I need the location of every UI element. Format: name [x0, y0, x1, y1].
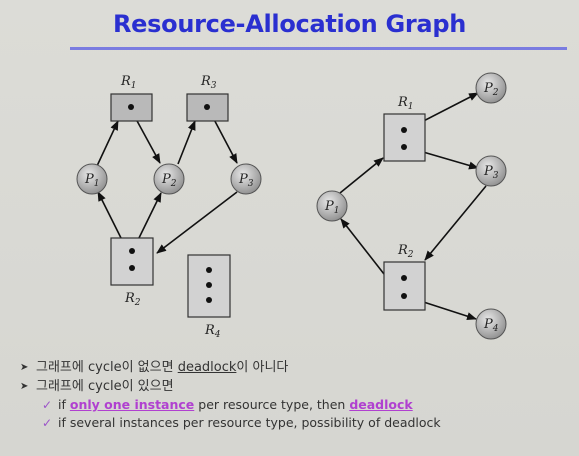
edge-r2-to-p2 [137, 192, 162, 241]
edge-p3-to-r2 [156, 191, 238, 254]
left-p3: P3 [230, 163, 262, 195]
right-p3: P3 [475, 155, 507, 187]
deadlock-highlight-link[interactable]: deadlock [349, 397, 413, 412]
right-p4-label: P4 [483, 317, 499, 334]
right-p3-label: P3 [483, 164, 499, 181]
left-p2: P2 [153, 163, 185, 195]
left-p1: P1 [76, 163, 108, 195]
edge-p3-to-r2-right [424, 185, 487, 261]
left-r2-label: R2 [124, 291, 141, 308]
left-r4-label: R4 [204, 323, 221, 340]
checkmark-icon: ✓ [42, 398, 53, 412]
bullet-text: if several instances per resource type, … [58, 415, 441, 430]
bullet-text: if [58, 397, 70, 412]
edge-p1-to-r1 [96, 120, 119, 167]
left-r1: R1 [110, 74, 153, 122]
bullet-cycle: ➤ 그래프에 cycle이 있으면 [20, 377, 560, 396]
left-graph: R1 R3 R2 R4 P1 [76, 74, 262, 340]
bullet-arrow-icon: ➤ [20, 362, 29, 373]
title-underline [70, 47, 567, 50]
right-graph: R1 R2 P1 P2 P3 P4 [316, 72, 507, 340]
right-p1: P1 [316, 190, 348, 222]
sub-bullet-one-instance: ✓ if only one instance per resource type… [20, 396, 560, 414]
bullet-text: per resource type, then [194, 397, 350, 412]
left-r4: R4 [187, 254, 231, 340]
deadlock-link[interactable]: deadlock [177, 360, 237, 375]
edge-p1-to-r1-right [339, 157, 384, 194]
right-p1-label: P1 [324, 199, 339, 216]
slide-title: Resource-Allocation Graph [113, 10, 466, 38]
sub-bullet-several-instances: ✓ if several instances per resource type… [20, 414, 560, 432]
left-p1-label: P1 [84, 172, 99, 189]
bullet-list: ➤ 그래프에 cycle이 없으면 deadlock이 아니다 ➤ 그래프에 c… [20, 358, 560, 432]
bullet-text: 이 아니다 [236, 360, 289, 375]
checkmark-icon: ✓ [42, 416, 53, 430]
right-r2: R2 [383, 243, 426, 311]
right-r2-label: R2 [397, 243, 414, 260]
left-p3-label: P3 [238, 172, 254, 189]
right-p2: P2 [475, 72, 507, 104]
bullet-text: 그래프에 cycle이 있으면 [36, 379, 174, 394]
edge-p2-to-r3 [177, 120, 196, 165]
right-p4: P4 [475, 308, 507, 340]
only-one-instance-link[interactable]: only one instance [69, 397, 195, 412]
right-p2-label: P2 [483, 81, 499, 98]
edge-r2-to-p1-right [340, 218, 385, 275]
left-r1-label: R1 [120, 74, 137, 91]
bullet-arrow-icon: ➤ [20, 381, 29, 392]
left-r2: R2 [110, 237, 154, 308]
left-p2-label: P2 [161, 172, 177, 189]
right-r1: R1 [383, 95, 426, 162]
right-r1-label: R1 [397, 95, 414, 112]
left-r3: R3 [186, 74, 229, 122]
left-r3-label: R3 [200, 74, 217, 91]
bullet-no-cycle: ➤ 그래프에 cycle이 없으면 deadlock이 아니다 [20, 358, 560, 377]
bullet-text: 그래프에 cycle이 없으면 [36, 360, 178, 375]
